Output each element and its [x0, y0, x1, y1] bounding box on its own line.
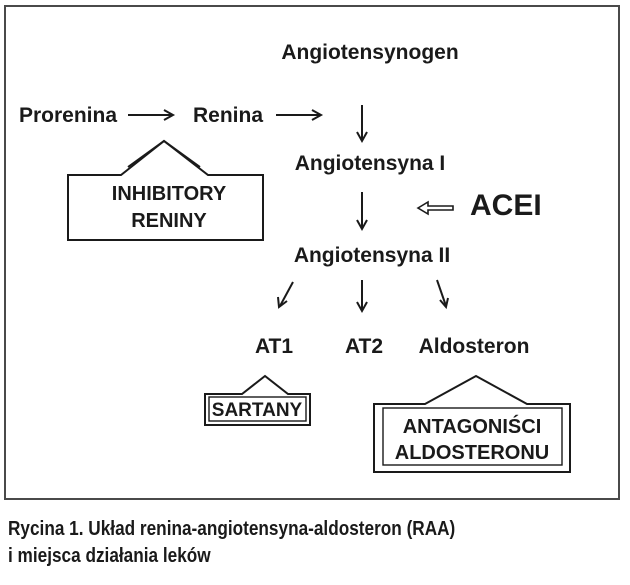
node-angiotensinogen: Angiotensynogen: [281, 41, 458, 64]
renin-inhibitors-box: INHIBITORY RENINY: [67, 139, 264, 241]
figure-caption: Rycina 1. Układ renina-angiotensyna-aldo…: [8, 516, 533, 570]
node-renin: Renina: [193, 104, 263, 127]
caption-line-2: i miejsca działania leków: [8, 545, 211, 567]
arrow-ang1-to-ang2: [356, 192, 368, 232]
node-angiotensin-1: Angiotensyna I: [295, 152, 446, 175]
renin-inhibitors-line-1: INHIBITORY: [112, 183, 227, 205]
arrow-prorenin-to-renin: [128, 109, 176, 121]
arrow-renin-to-cascade: [276, 109, 324, 121]
acei-inhibition-arrow: [416, 200, 454, 216]
node-prorenin: Prorenina: [19, 104, 117, 127]
node-at1: AT1: [255, 335, 293, 358]
arrow-ang2-to-aldosterone: [436, 279, 449, 310]
drug-acei-label: ACEI: [470, 189, 542, 222]
aldosterone-antagonists-line-1: ANTAGONIŚCI: [403, 414, 542, 438]
node-at2: AT2: [345, 335, 383, 358]
node-aldosterone: Aldosteron: [419, 335, 530, 358]
arrow-ang2-to-at2: [356, 280, 368, 314]
arrow-angiotensinogen-to-ang1: [356, 105, 368, 144]
node-angiotensin-2: Angiotensyna II: [294, 244, 450, 267]
aldosterone-antagonists-line-2: ALDOSTERONU: [395, 442, 549, 464]
caption-line-1: Rycina 1. Układ renina-angiotensyna-aldo…: [8, 518, 456, 540]
raa-diagram: Angiotensynogen Prorenina Renina Angiote…: [19, 41, 571, 473]
aldosterone-antagonists-box: ANTAGONIŚCI ALDOSTERONU: [373, 374, 571, 473]
sartans-label: SARTANY: [212, 400, 303, 421]
arrow-ang2-to-at1: [277, 281, 294, 309]
renin-inhibitors-line-2: RENINY: [131, 210, 207, 232]
sartans-box: SARTANY: [204, 374, 311, 426]
diagram-frame: [4, 5, 620, 500]
